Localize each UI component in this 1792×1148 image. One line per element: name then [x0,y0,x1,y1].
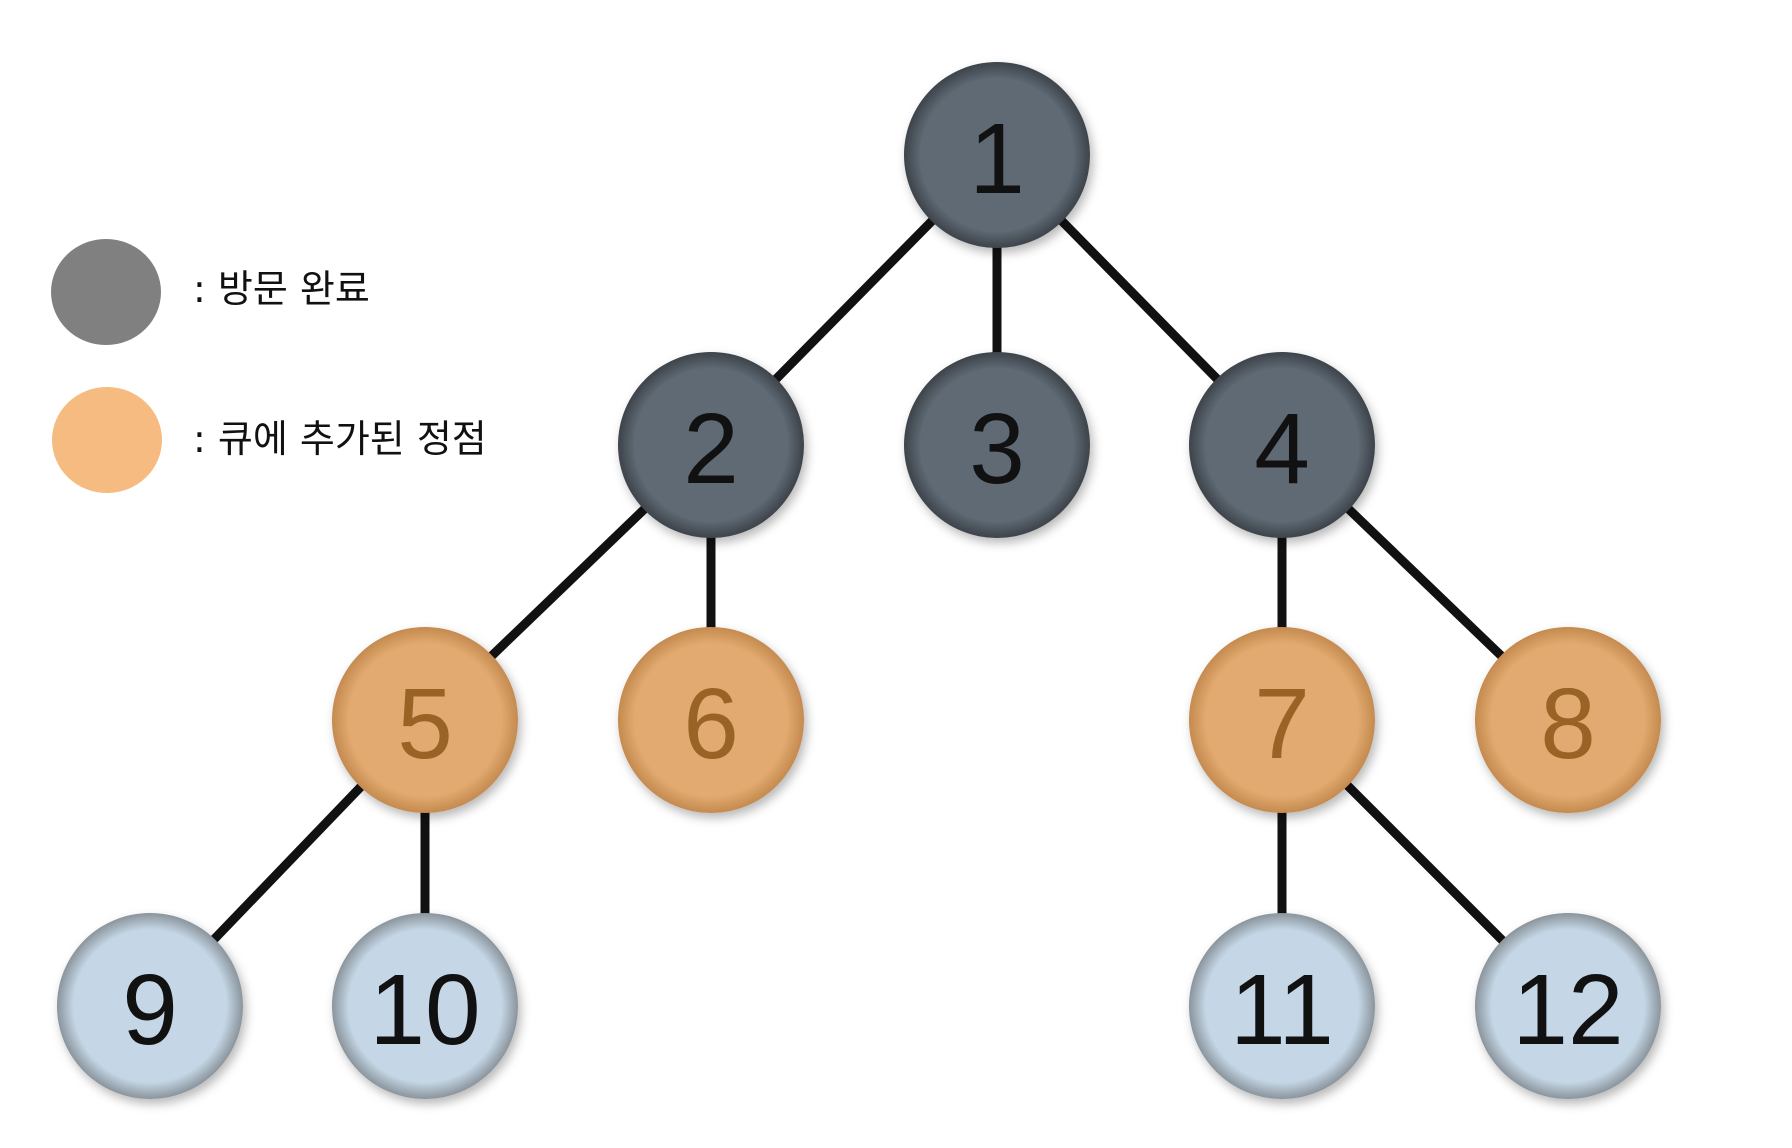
node-circle [1189,913,1375,1099]
node-12: 12 [1475,913,1661,1099]
node-label: 11 [1230,954,1334,1066]
node-label: 5 [397,668,453,780]
node-label: 4 [1254,393,1310,505]
node-4: 4 [1189,352,1375,538]
node-5: 5 [332,627,518,813]
node-circle [904,62,1090,248]
node-circle [1475,913,1661,1099]
legend-item-visited: : 방문 완료 [51,239,370,345]
legend-label-visited: : 방문 완료 [193,267,370,311]
node-label: 10 [369,954,480,1066]
node-circle [1475,627,1661,813]
node-circle [57,913,243,1099]
node-7: 7 [1189,627,1375,813]
node-label: 8 [1540,668,1596,780]
legend-label-queued: : 큐에 추가된 정점 [193,417,487,461]
node-label: 3 [969,393,1025,505]
node-circle [1189,352,1375,538]
node-label: 1 [969,103,1025,215]
node-circle [332,627,518,813]
node-2: 2 [618,352,804,538]
legend-swatch-queued [52,387,162,493]
node-label: 12 [1512,954,1623,1066]
node-6: 6 [618,627,804,813]
node-8: 8 [1475,627,1661,813]
node-label: 6 [683,668,739,780]
node-3: 3 [904,352,1090,538]
node-circle [618,627,804,813]
legend: : 방문 완료 : 큐에 추가된 정점 [51,239,487,493]
node-11: 11 [1189,913,1375,1099]
node-label: 9 [122,954,178,1066]
node-circle [904,352,1090,538]
node-circle [618,352,804,538]
node-circle [1189,627,1375,813]
node-label: 2 [683,393,739,505]
node-9: 9 [57,913,243,1099]
legend-swatch-visited [51,239,161,345]
node-label: 7 [1254,668,1310,780]
node-10: 10 [332,913,518,1099]
node-circle [332,913,518,1099]
legend-item-queued: : 큐에 추가된 정점 [52,387,487,493]
node-1: 1 [904,62,1090,248]
